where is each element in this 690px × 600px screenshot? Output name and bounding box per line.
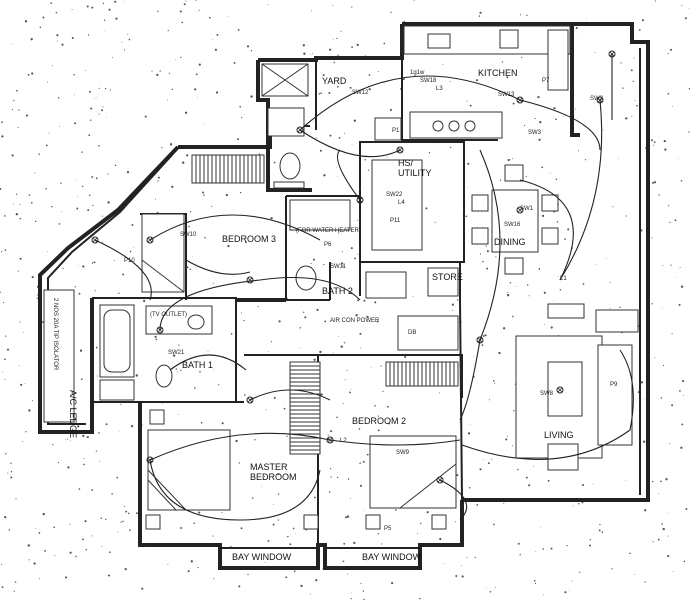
note-tip-isolator: 2 NOS 20A TIP ISOLATOR bbox=[52, 298, 58, 371]
notes: (FOR WATER HEATER) (TV OUTLET) 2 NOS 20A… bbox=[52, 70, 425, 371]
note-fan-label: 1g1w bbox=[410, 70, 425, 76]
light-points bbox=[91, 50, 616, 484]
label-l4: L4 bbox=[398, 200, 405, 206]
room-bedroom3: BEDROOM 3 bbox=[222, 234, 276, 244]
room-hs-utility: HS/UTILITY bbox=[398, 158, 432, 178]
label-sw9: SW9 bbox=[396, 450, 410, 456]
label-sw11: SW11 bbox=[330, 264, 347, 270]
utility-cabinet bbox=[371, 159, 423, 251]
room-dining: DINING bbox=[494, 237, 526, 247]
label-p5: P5 bbox=[384, 526, 392, 532]
label-p11: P11 bbox=[390, 218, 401, 224]
fixtures bbox=[43, 25, 639, 530]
label-sw10: SW10 bbox=[180, 232, 197, 238]
label-sw22: SW22 bbox=[386, 192, 403, 198]
room-bath1: BATH 1 bbox=[182, 360, 213, 370]
label-p7: P7 bbox=[542, 78, 550, 84]
label-sw12: SW12 bbox=[352, 90, 369, 96]
bed-master bbox=[147, 429, 231, 511]
ac-ledge bbox=[43, 289, 75, 423]
sofa bbox=[515, 335, 603, 459]
label-sw13: SW13 bbox=[498, 92, 515, 98]
note-tv-outlet: (TV OUTLET) bbox=[150, 312, 187, 318]
label-p1: P1 bbox=[392, 128, 400, 134]
room-kitchen: KITCHEN bbox=[478, 68, 518, 78]
exterior-walls bbox=[38, 22, 650, 570]
room-labels: YARD KITCHEN HS/UTILITY BEDROOM 3 DINING… bbox=[68, 68, 574, 562]
wiring bbox=[94, 54, 634, 521]
room-ac-ledge: A/C LEDGE bbox=[68, 390, 78, 438]
room-bath2: BATH 2 bbox=[322, 286, 353, 296]
sink bbox=[427, 33, 451, 49]
label-sw3: SW3 bbox=[528, 130, 542, 136]
label-l1: L1 bbox=[560, 276, 567, 282]
note-water-heater: (FOR WATER HEATER) bbox=[296, 228, 361, 234]
coffee-table bbox=[547, 361, 583, 417]
room-store: STORE bbox=[432, 272, 463, 282]
bed-bedroom2 bbox=[369, 435, 457, 509]
note-db: DB bbox=[408, 330, 416, 336]
wardrobe-2 bbox=[289, 361, 321, 455]
label-l2: L2 bbox=[340, 438, 347, 444]
label-p9: P9 bbox=[610, 382, 618, 388]
label-sw1: SW1 bbox=[520, 206, 534, 212]
label-l3: L3 bbox=[436, 86, 443, 92]
room-living: LIVING bbox=[544, 430, 574, 440]
label-p10: P10 bbox=[124, 258, 135, 264]
label-sw16: SW16 bbox=[504, 222, 521, 228]
label-sw21: SW21 bbox=[168, 350, 185, 356]
note-air-con: AIR CON POWER bbox=[330, 318, 380, 324]
bed-bedroom3 bbox=[141, 213, 185, 293]
fridge bbox=[547, 29, 569, 91]
label-p6: P6 bbox=[324, 242, 332, 248]
label-sw8: SW8 bbox=[540, 391, 554, 397]
label-sw18: SW18 bbox=[420, 78, 437, 84]
room-yard: YARD bbox=[322, 76, 347, 86]
ventilation-slats bbox=[191, 154, 265, 184]
room-bedroom2: BEDROOM 2 bbox=[352, 416, 406, 426]
room-bay-window-2: BAY WINDOW bbox=[362, 552, 422, 562]
room-bay-window-1: BAY WINDOW bbox=[232, 552, 292, 562]
db-panel bbox=[397, 315, 459, 351]
